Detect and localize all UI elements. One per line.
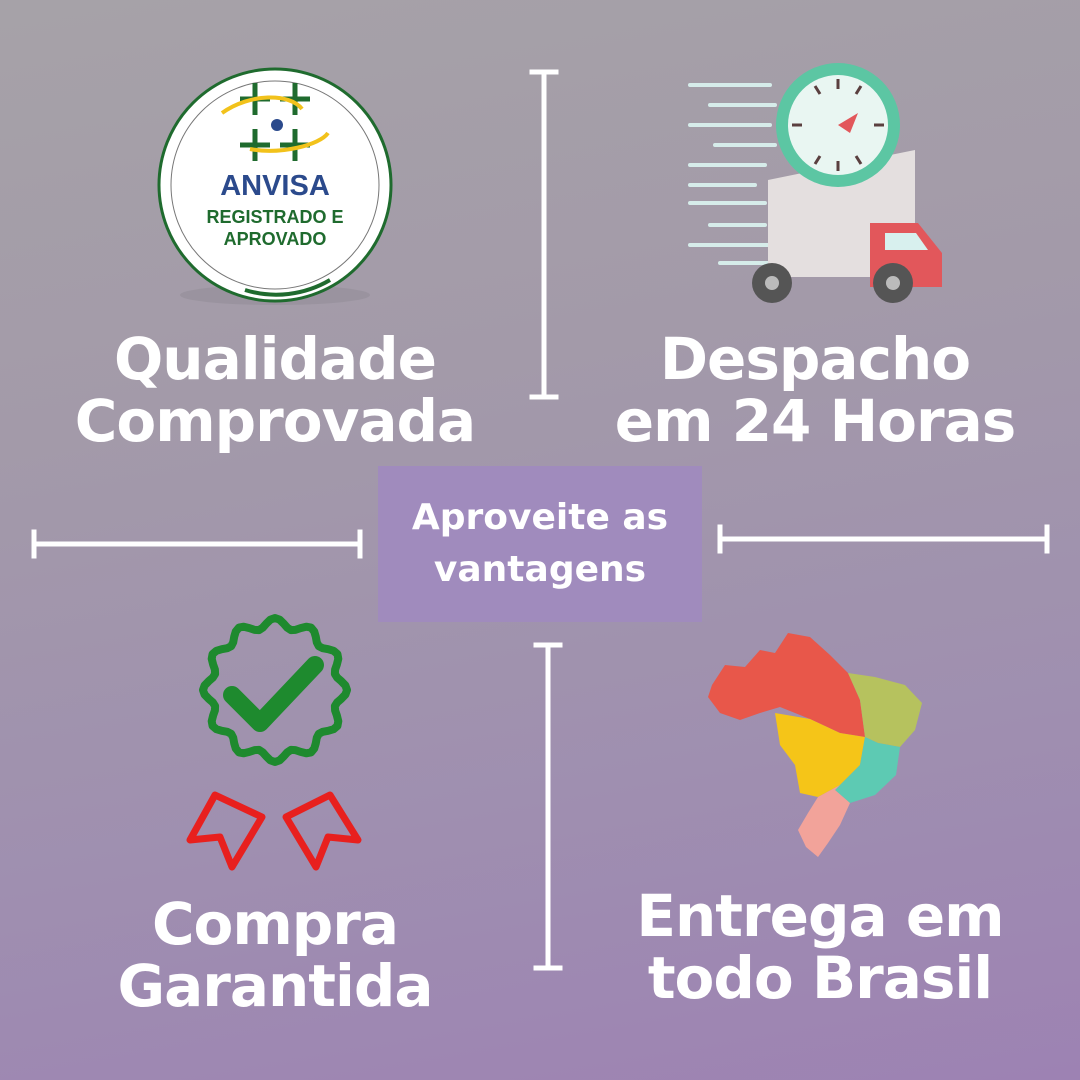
guarantee-seal-icon	[186, 614, 362, 871]
feature-delivery-line-1: Entrega em	[636, 882, 1004, 950]
anvisa-line-2: APROVADO	[224, 229, 327, 249]
divider-right-horizontal	[717, 524, 1050, 554]
feature-dispatch-line-2: em 24 Horas	[614, 387, 1017, 455]
feature-quality-line-2: Comprovada	[74, 387, 476, 455]
anvisa-line-1: REGISTRADO E	[206, 207, 343, 227]
feature-dispatch-caption: Despacho em 24 Horas	[585, 328, 1045, 452]
delivery-truck-clock-icon	[688, 63, 942, 303]
feature-dispatch-line-1: Despacho	[659, 325, 971, 393]
divider-bottom-vertical	[533, 642, 563, 971]
feature-quality-line-1: Qualidade	[113, 325, 437, 393]
anvisa-brand: ANVISA	[220, 170, 330, 202]
anvisa-badge-icon: ANVISA REGISTRADO E APROVADO	[157, 67, 393, 305]
feature-delivery-caption: Entrega em todo Brasil	[590, 885, 1050, 1009]
feature-guarantee-line-2: Garantida	[117, 952, 433, 1020]
divider-left-horizontal	[31, 529, 363, 559]
feature-guarantee-caption: Compra Garantida	[60, 893, 490, 1017]
center-line-1: Aproveite as	[411, 497, 669, 538]
feature-quality-caption: Qualidade Comprovada	[40, 328, 510, 452]
divider-top-vertical	[529, 69, 559, 400]
center-line-2: vantagens	[433, 549, 647, 590]
feature-delivery-line-2: todo Brasil	[647, 944, 993, 1012]
feature-guarantee-line-1: Compra	[151, 890, 399, 958]
center-headline: Aproveite as vantagens	[378, 466, 702, 622]
brazil-map-icon	[708, 633, 922, 857]
